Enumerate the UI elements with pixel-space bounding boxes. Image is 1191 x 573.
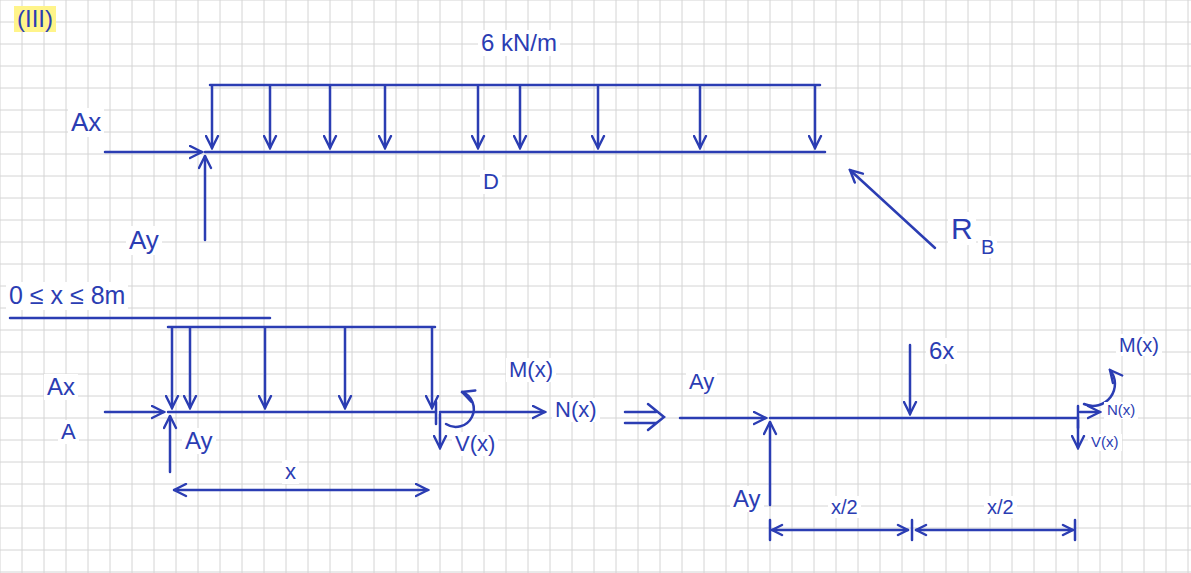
beam [770, 417, 1078, 420]
force-label: Ay [686, 370, 717, 394]
equivalence-arrow [625, 404, 664, 430]
force-label: V(x) [1088, 434, 1122, 451]
force-arrow [850, 170, 935, 248]
grid-line [0, 396, 1191, 397]
force-label: N(x) [1104, 402, 1138, 419]
grid-line [0, 88, 1191, 89]
force-arrow [105, 411, 164, 414]
distributed-load-arrows [211, 86, 214, 148]
force-label: Ax [68, 108, 104, 137]
grid-line [0, 198, 1191, 199]
grid-line [0, 550, 1191, 551]
dimension-label: x/2 [984, 496, 1017, 518]
force-arrow [440, 411, 545, 414]
force-arrow [439, 414, 442, 448]
left-section-diagram [264, 328, 267, 408]
moment-label: M(x) [1116, 334, 1162, 356]
dimension-arrowheads [772, 525, 1073, 535]
grid-line [0, 528, 1191, 529]
grid-line [0, 220, 1191, 221]
point-label: D [480, 170, 502, 194]
section-number: (III) [14, 6, 56, 32]
dimension-line [174, 489, 428, 492]
range-label: 0 ≤ x ≤ 8m [6, 282, 128, 310]
force-arrow [1077, 420, 1080, 448]
grid-line [0, 286, 1191, 287]
force-label: N(x) [552, 398, 600, 422]
dimension-ticks [770, 520, 1075, 540]
distributed-load-arrows [477, 86, 480, 148]
distributed-load-arrows [597, 86, 600, 148]
distributed-load-arrows [329, 86, 332, 148]
left-section-diagram [171, 328, 174, 408]
grid-line [0, 176, 1191, 177]
point-label: A [58, 420, 79, 444]
grid-line [0, 66, 1191, 67]
force-arrow [169, 416, 172, 472]
beam [205, 151, 825, 154]
grid-line [0, 440, 1191, 441]
left-section-diagram [431, 328, 434, 408]
underline [10, 317, 270, 320]
load-line [210, 84, 820, 87]
load-value: 6 kN/m [478, 30, 560, 56]
grid-line [0, 308, 1191, 309]
force-label: Ay [182, 428, 216, 454]
force-label: Ay [126, 226, 162, 255]
grid-line [0, 154, 1191, 155]
distributed-load-arrows [699, 86, 702, 148]
grid-line [0, 330, 1191, 331]
load-line [168, 326, 435, 329]
force-arrow [680, 417, 766, 420]
grid-line [0, 22, 1191, 23]
right-section-diagram [625, 345, 1115, 540]
force-arrow [769, 422, 772, 505]
load-label: 6x [926, 338, 957, 364]
left-section-diagram [189, 328, 192, 408]
cut-mark [435, 402, 438, 424]
force-label: V(x) [452, 432, 498, 456]
grid-line [0, 44, 1191, 45]
grid-line [0, 462, 1191, 463]
moment-arrow [1084, 370, 1115, 406]
grid-line [0, 242, 1191, 243]
grid-line [0, 110, 1191, 111]
grid-line [0, 484, 1191, 485]
distributed-load-arrows [814, 86, 817, 148]
force-label: Ax [44, 374, 78, 400]
beam [168, 411, 436, 414]
distributed-load-arrows [212, 86, 815, 148]
left-section-diagram [105, 327, 545, 490]
grid-line [0, 572, 1191, 573]
grid-line [0, 374, 1191, 375]
moment-arrow [446, 392, 474, 427]
force-subscript: B [978, 236, 997, 258]
force-arrow [204, 156, 207, 240]
force-arrow [1080, 411, 1100, 414]
distributed-load-arrows [384, 86, 387, 148]
distributed-load-arrows [269, 86, 272, 148]
grid-line [0, 132, 1191, 133]
top-beam-diagram [10, 85, 935, 318]
distributed-load-arrows [519, 86, 522, 148]
force-arrow [909, 345, 912, 414]
grid-line [0, 0, 1191, 1]
grid-line [0, 264, 1191, 265]
moment-label: M(x) [506, 358, 556, 382]
force-arrow [105, 151, 202, 154]
force-label: R [948, 212, 976, 245]
dimension-line [772, 529, 1073, 532]
dimension-label: x/2 [828, 496, 861, 518]
dimension-label: x [282, 460, 299, 484]
left-section-diagram [344, 328, 347, 408]
force-label: Ay [730, 486, 764, 512]
grid-line [0, 352, 1191, 353]
